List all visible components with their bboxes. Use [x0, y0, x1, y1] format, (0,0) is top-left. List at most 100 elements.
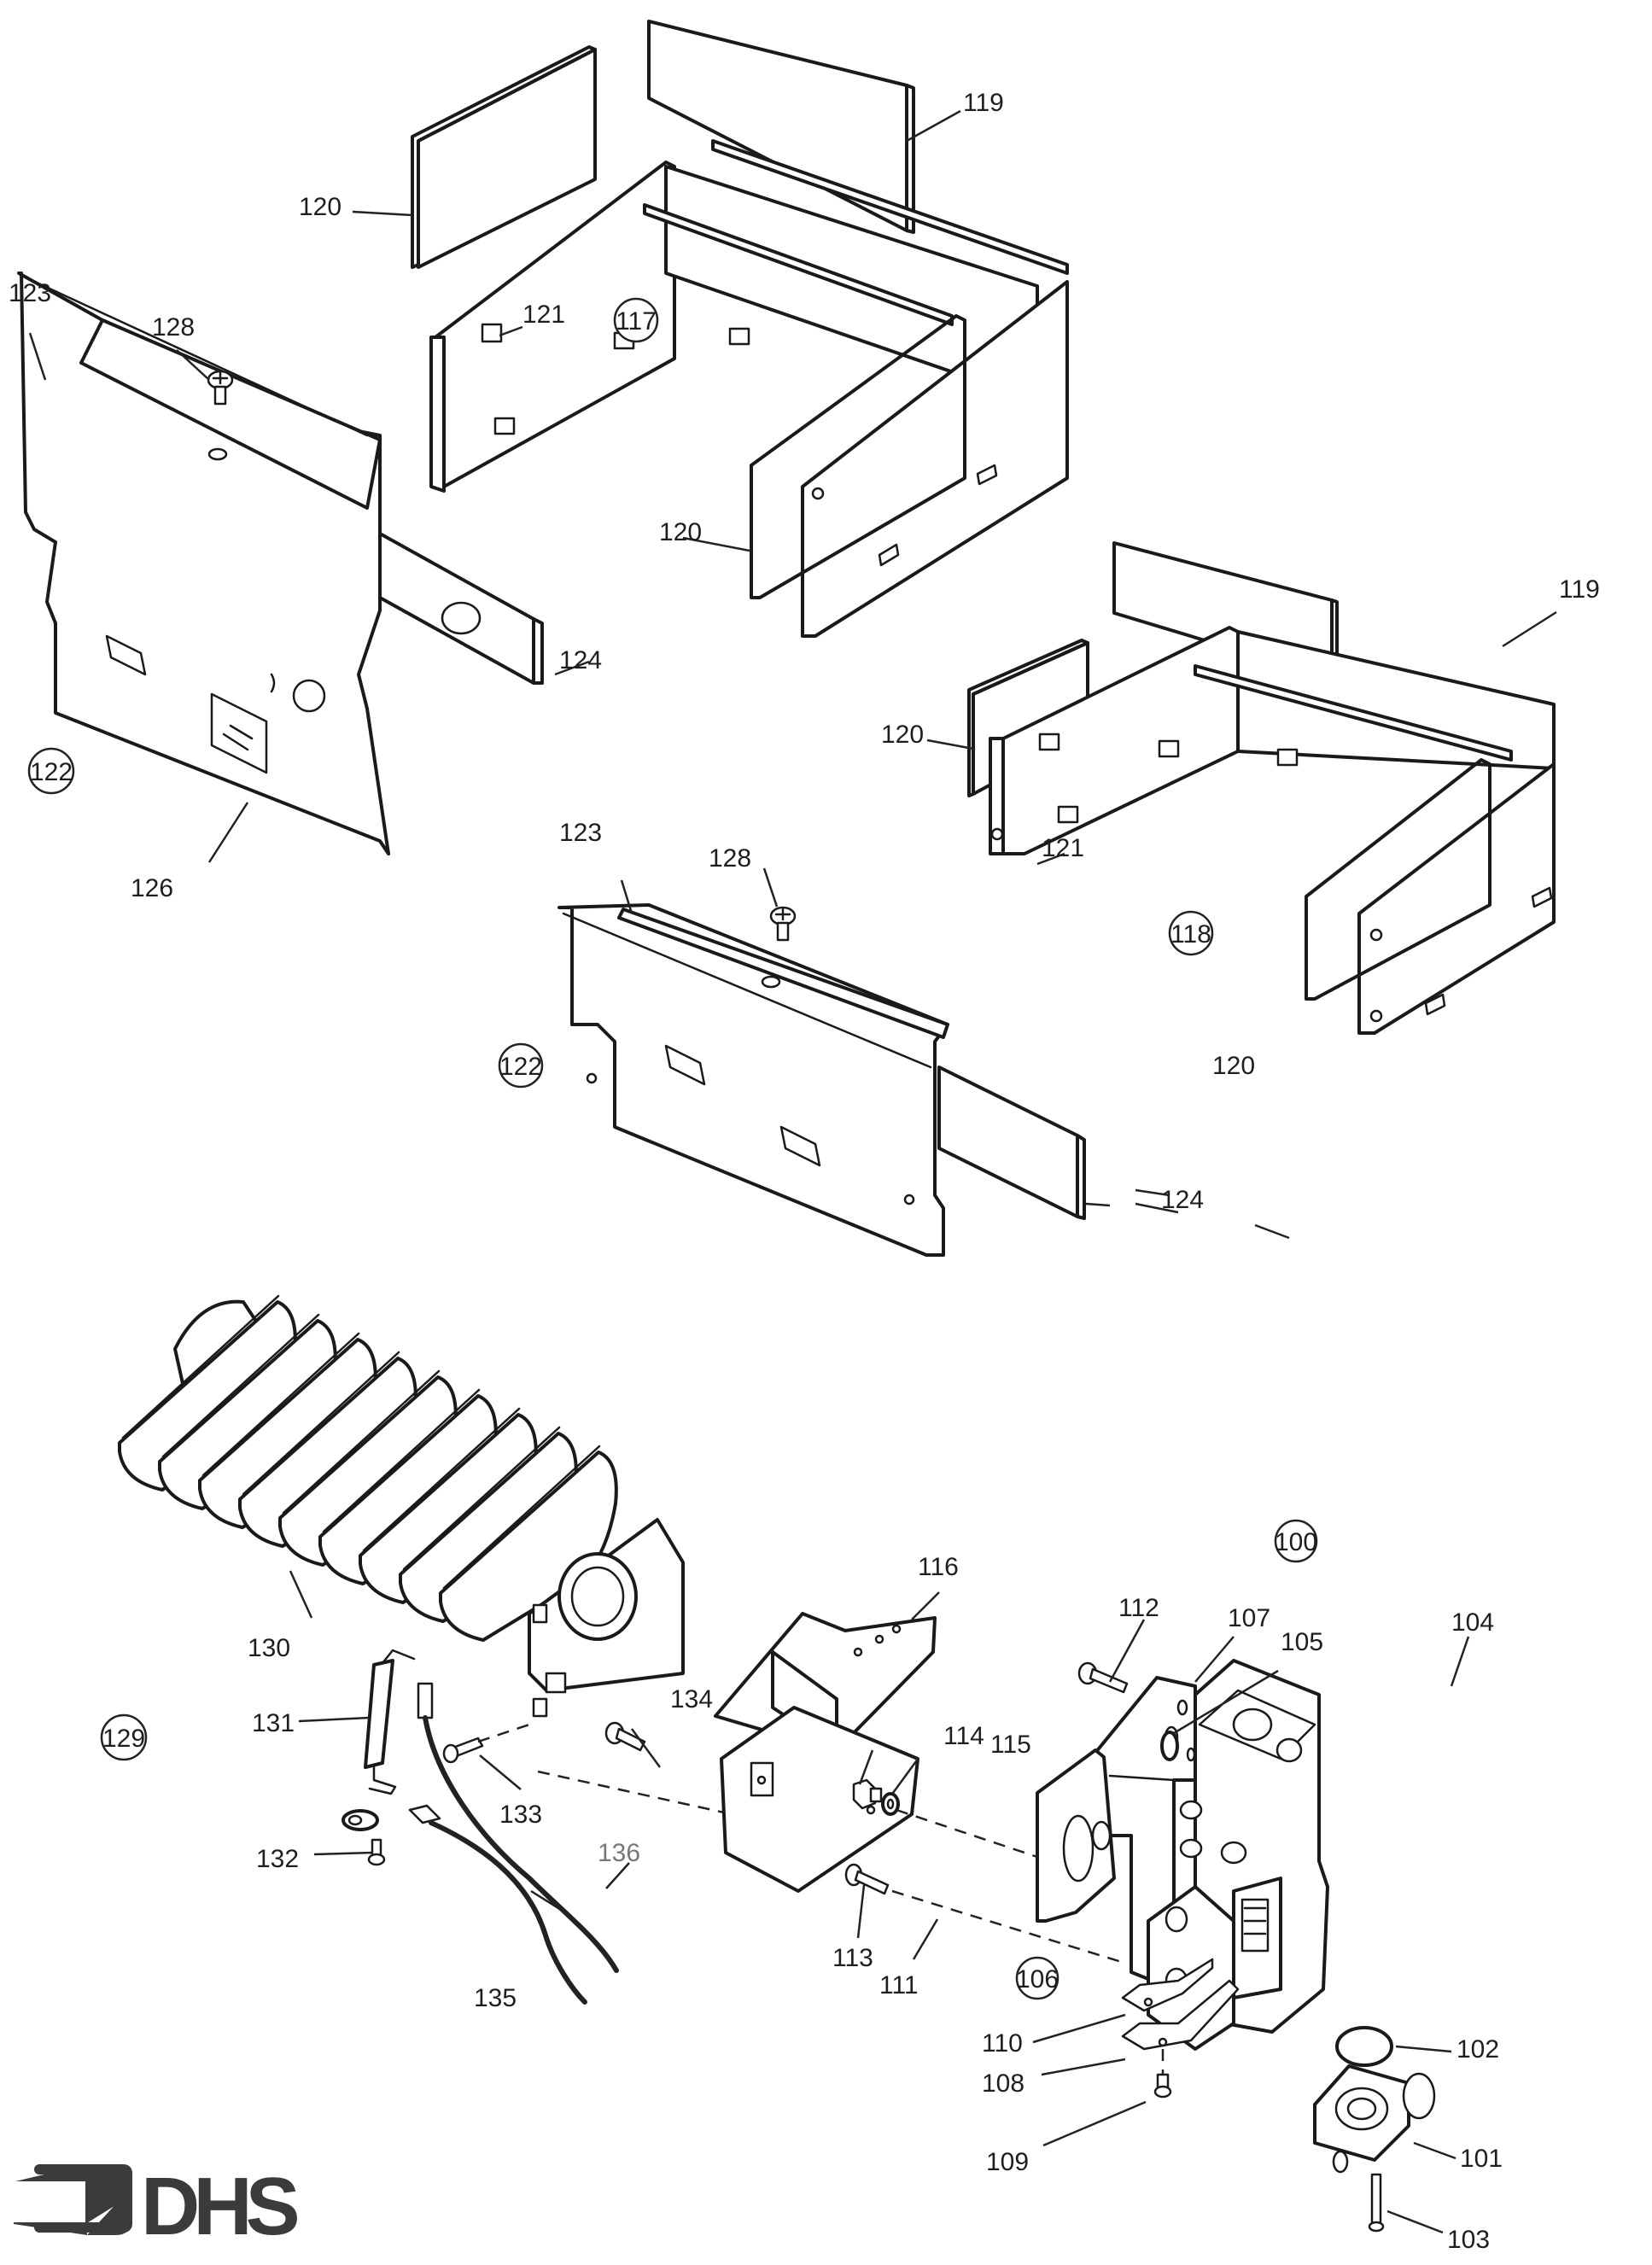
- callout-130: 130: [248, 1634, 290, 1662]
- insulation-panel-124-center: [937, 1065, 1086, 1220]
- bracket-108: [1121, 1979, 1240, 2051]
- screw-113: [844, 1863, 890, 1895]
- burner-blade-rail: [442, 1445, 601, 1590]
- callout-123: 123: [559, 819, 602, 847]
- callout-111: 111: [879, 1971, 919, 1999]
- callout-121: 121: [1042, 834, 1084, 862]
- sight-glass-126: [210, 692, 268, 774]
- callout-120: 120: [659, 518, 702, 546]
- svg-text:118: 118: [1170, 920, 1211, 949]
- assembly-line: [896, 1808, 1038, 1859]
- leader-lines: [28, 109, 1557, 2234]
- callout-110: 110: [982, 2029, 1023, 2058]
- screw-133: [442, 1737, 484, 1764]
- burner-blade: [439, 1451, 618, 1642]
- svg-text:122: 122: [499, 1053, 542, 1081]
- callout-120: 120: [881, 721, 924, 749]
- callout-104: 104: [1451, 1608, 1494, 1637]
- o-ring-102: [1335, 2026, 1393, 2067]
- burner-blade-rail: [161, 1313, 320, 1458]
- callout-120: 120: [299, 193, 341, 221]
- assembly-badge-100: 100: [1274, 1519, 1318, 1563]
- callout-119: 119: [1559, 575, 1600, 604]
- callout-124: 124: [1161, 1186, 1204, 1214]
- assembly-line: [891, 1889, 1128, 1965]
- burner-blade-rail: [282, 1369, 441, 1515]
- callout-128: 128: [709, 844, 751, 873]
- callout-135: 135: [474, 1984, 517, 2012]
- arrow-icon: [14, 2164, 132, 2235]
- callout-132: 132: [256, 1845, 299, 1873]
- assembly-badge-106: 106: [1015, 1956, 1059, 2000]
- screw-109: [1153, 2073, 1172, 2099]
- chamber-118: [989, 626, 1556, 1035]
- screw-128-center: [769, 906, 797, 942]
- screw-128-upper: [207, 370, 234, 406]
- o-ring-105: [1160, 1731, 1179, 1761]
- leads-135-136: [423, 1715, 619, 2005]
- gasket-110: [1121, 1958, 1214, 2012]
- callout-133: 133: [499, 1801, 542, 1829]
- callout-103: 103: [1447, 2226, 1490, 2254]
- callout-107: 107: [1228, 1604, 1270, 1632]
- assembly-line: [477, 1723, 530, 1743]
- callout-101: 101: [1460, 2145, 1503, 2173]
- svg-text:122: 122: [30, 758, 73, 786]
- callout-112: 112: [1118, 1594, 1159, 1622]
- callout-136: 136: [598, 1839, 640, 1867]
- callout-120: 120: [1212, 1052, 1255, 1080]
- callout-102: 102: [1456, 2035, 1499, 2064]
- nut-114: [852, 1778, 883, 1810]
- injector-plate-111: [1036, 1748, 1116, 1923]
- callout-labels: 119 120 121 123 128 120 124 126 119 120 …: [9, 89, 1600, 2254]
- burner-bracket-116: [714, 1612, 937, 1893]
- front-panel-123-center: [557, 903, 949, 1257]
- electrode-bracket-132: [341, 1809, 386, 1866]
- screw-112: [1077, 1661, 1129, 1694]
- callout-124: 124: [559, 646, 602, 674]
- insulation-panel-124-upper: [378, 532, 544, 685]
- burner-blade-rail: [121, 1294, 280, 1439]
- electrode-131: [364, 1649, 416, 1795]
- insulation-panel-119-upper-back: [647, 20, 915, 234]
- burner-blade-rail: [362, 1407, 521, 1552]
- callout-115: 115: [990, 1731, 1031, 1759]
- inlet-fitting-101: [1313, 2064, 1436, 2174]
- burner-blade-rail: [322, 1388, 481, 1533]
- callout-128: 128: [152, 313, 195, 342]
- callout-113: 113: [832, 1944, 873, 1972]
- svg-text:117: 117: [616, 307, 657, 336]
- callout-126: 126: [131, 874, 173, 902]
- callout-108: 108: [982, 2069, 1024, 2098]
- burner-130: [118, 1294, 685, 1718]
- assembly-badge-117: 117: [613, 297, 659, 343]
- assembly-badge-129: 129: [100, 1713, 148, 1761]
- burner-blade-rail: [201, 1332, 360, 1477]
- assembly-badge-122-center: 122: [498, 1042, 544, 1089]
- callout-105: 105: [1281, 1628, 1323, 1656]
- callout-114: 114: [943, 1722, 984, 1750]
- washer-115: [881, 1792, 900, 1816]
- callout-121: 121: [522, 301, 565, 329]
- logo-text: DHS: [141, 2161, 298, 2252]
- front-panel-123-upper-left: [17, 271, 390, 855]
- screw-103: [1368, 2173, 1385, 2233]
- callout-119: 119: [963, 89, 1004, 117]
- chamber-117: [429, 139, 1069, 638]
- assembly-line: [537, 1770, 752, 1820]
- burner-blade-rail: [402, 1426, 561, 1571]
- svg-text:106: 106: [1016, 1965, 1059, 1994]
- callout-123: 123: [9, 279, 51, 307]
- dhs-logo: DHS: [14, 2161, 305, 2252]
- callout-131: 131: [252, 1709, 295, 1737]
- svg-text:129: 129: [102, 1725, 145, 1753]
- callout-109: 109: [986, 2148, 1029, 2176]
- burner-blade-rail: [242, 1351, 400, 1496]
- callout-134: 134: [670, 1685, 713, 1713]
- callout-116: 116: [918, 1553, 959, 1581]
- assembly-badge-118: 118: [1168, 910, 1214, 956]
- svg-text:100: 100: [1275, 1528, 1317, 1556]
- insulation-panel-120-upper-left: [411, 45, 597, 269]
- assembly-badge-122-upper: 122: [27, 747, 75, 795]
